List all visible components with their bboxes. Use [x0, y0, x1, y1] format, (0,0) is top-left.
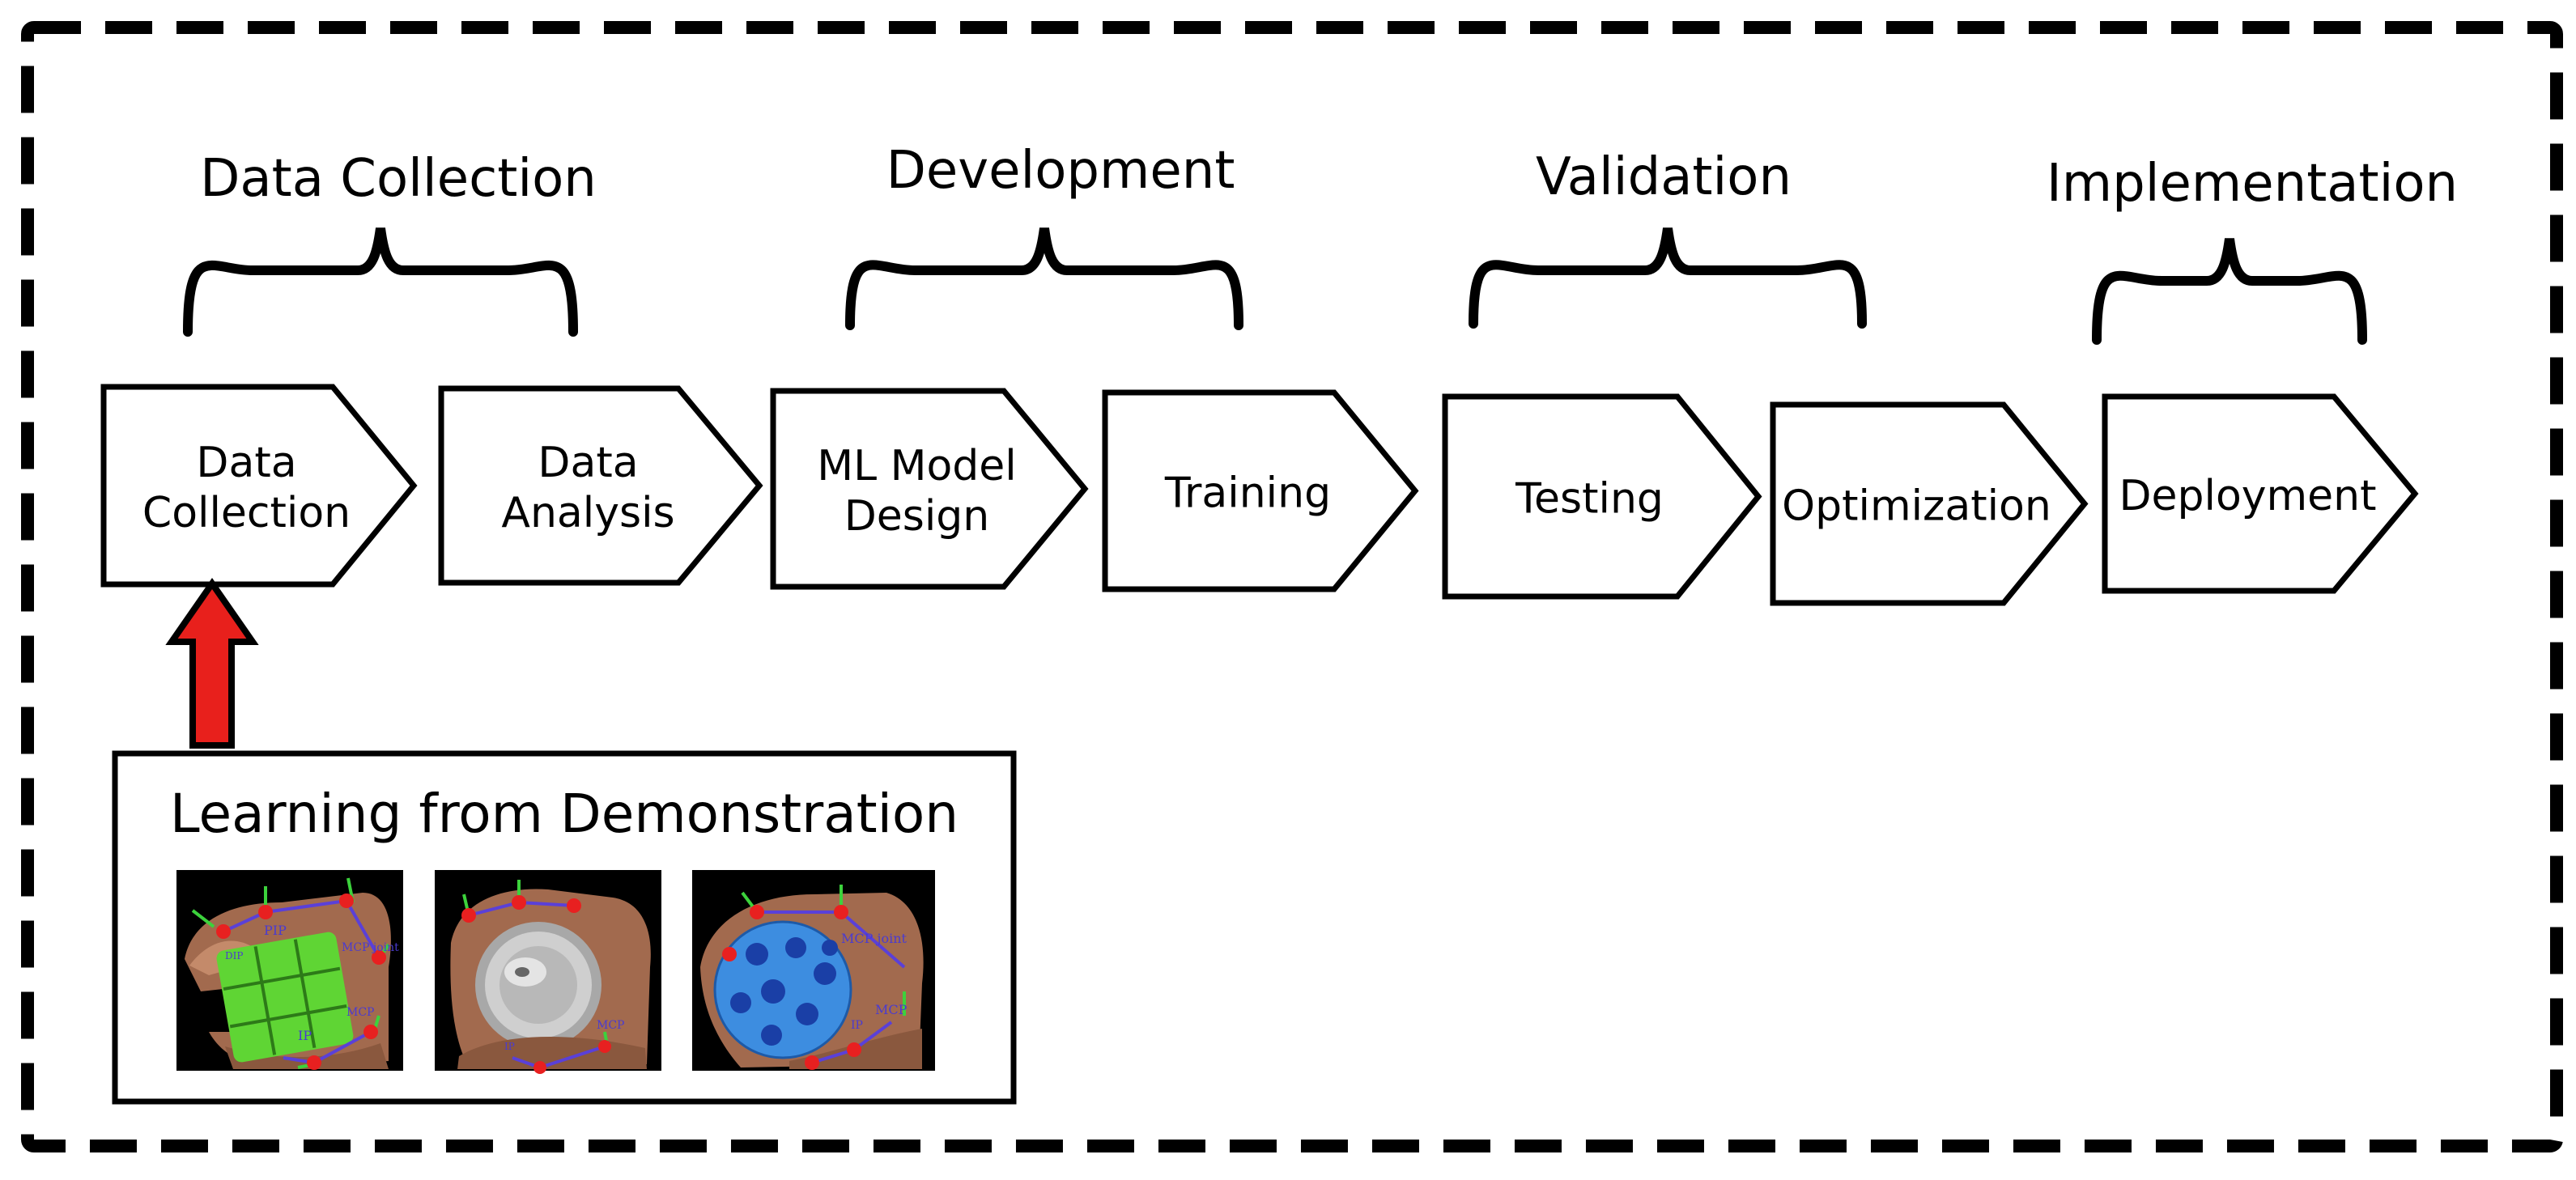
joint-label: PIP: [264, 923, 287, 938]
step-label: Optimization: [1782, 482, 2051, 531]
phase-label: Validation: [1536, 147, 1792, 207]
step-label: Collection: [142, 489, 351, 537]
joint-label: IP: [504, 1041, 515, 1052]
step-7: Deployment: [2102, 393, 2419, 594]
joint-label: DIP: [225, 950, 243, 961]
phase-3: Validation: [1469, 147, 1867, 329]
joint-label: MCP joint: [342, 941, 399, 954]
phase-group: Data Collection Development Validation Impl…: [183, 141, 2458, 345]
step-label: Deployment: [2119, 472, 2376, 520]
joint-label: MCP: [875, 1002, 908, 1017]
step-box: [1102, 389, 1419, 592]
step-4: Training: [1102, 389, 1419, 592]
step-label: Design: [844, 492, 990, 541]
phase-1: Data Collection: [183, 149, 597, 337]
step-6: Optimization: [1770, 401, 2089, 606]
phase-label: Development: [886, 141, 1235, 201]
step-box: [1442, 393, 1762, 600]
step-box: [770, 388, 1089, 590]
phase-4: Implementation: [2047, 154, 2458, 345]
joint-label: IP: [298, 1028, 312, 1043]
step-box: [2102, 393, 2419, 594]
phase-brace: [1469, 227, 1867, 329]
step-box: [1770, 401, 2089, 606]
phase-brace: [183, 227, 578, 337]
lfd-title: Learning from Demonstration: [170, 783, 959, 845]
red-up-arrow: [165, 577, 259, 749]
step-box: [438, 385, 763, 586]
outer-dashed-frame: [21, 21, 2563, 1152]
step-label: Analysis: [501, 489, 674, 537]
step-label: Data: [538, 439, 638, 487]
lfd-panel: Learning from Demonstration: [112, 750, 1017, 1105]
demo-image-can: IP MCP: [435, 870, 661, 1074]
phase-label: Data Collection: [200, 149, 597, 209]
demo-image-ball: MCP joint IP MCP: [692, 870, 935, 1071]
step-label: ML Model: [817, 442, 1017, 490]
step-label: Training: [1164, 469, 1331, 518]
step-5: Testing: [1442, 393, 1762, 600]
joint-label: MCP: [346, 1006, 374, 1019]
demo-image-cube: PIP DIP MCP joint IP MCP: [176, 870, 403, 1071]
phase-2: Development: [845, 141, 1243, 330]
step-label: Testing: [1515, 475, 1664, 524]
step-box: [100, 384, 418, 588]
joint-label: MCP joint: [841, 931, 907, 946]
phase-label: Implementation: [2047, 154, 2458, 214]
joint-label: MCP: [597, 1019, 624, 1032]
phase-brace: [2092, 238, 2367, 345]
joint-label: IP: [851, 1019, 863, 1032]
phase-brace: [845, 227, 1243, 330]
step-label: Data: [196, 439, 296, 487]
